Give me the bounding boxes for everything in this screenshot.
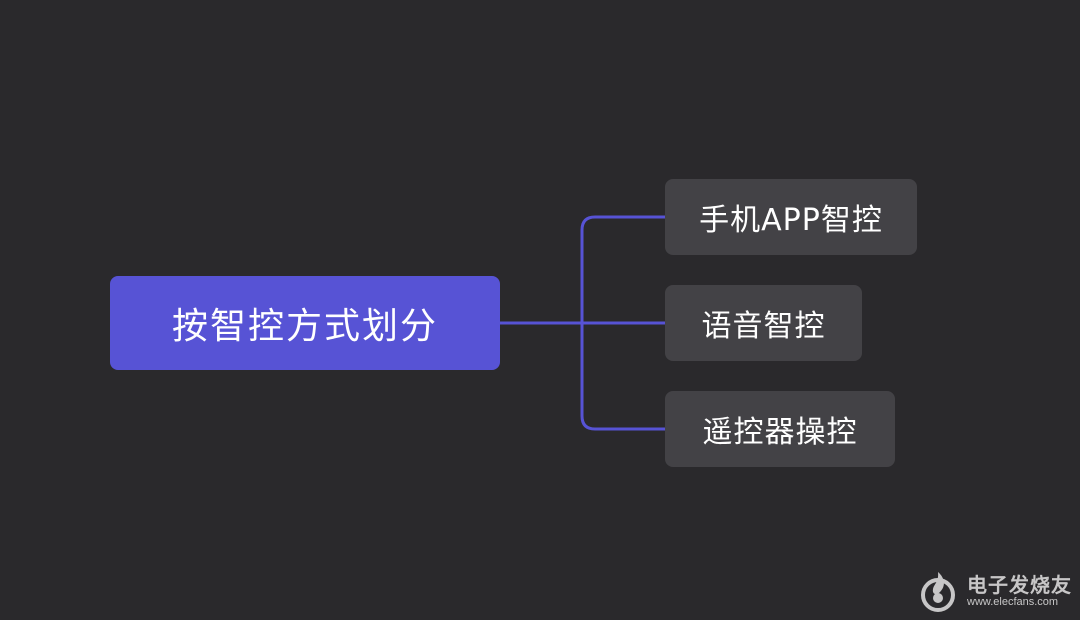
child-node-label: 语音智控 (701, 309, 826, 344)
child-node-remote-control[interactable]: 遥控器操控 (665, 391, 895, 467)
connector-child-2 (580, 323, 665, 431)
child-node-label: 遥控器操控 (702, 415, 858, 450)
child-node-label: 手机APP智控 (699, 203, 883, 238)
root-node[interactable]: 按智控方式划分 (110, 276, 500, 370)
elecfans-logo-icon (921, 572, 955, 612)
watermark: 电子发烧友 www.elecfans.com (915, 568, 1072, 614)
child-node-voice-control[interactable]: 语音智控 (665, 285, 862, 361)
watermark-url: www.elecfans.com (967, 595, 1059, 608)
child-node-app-control[interactable]: 手机APP智控 (665, 179, 917, 255)
connector-child-0 (580, 215, 665, 323)
watermark-title: 电子发烧友 (967, 572, 1072, 597)
root-node-label: 按智控方式划分 (171, 306, 438, 347)
